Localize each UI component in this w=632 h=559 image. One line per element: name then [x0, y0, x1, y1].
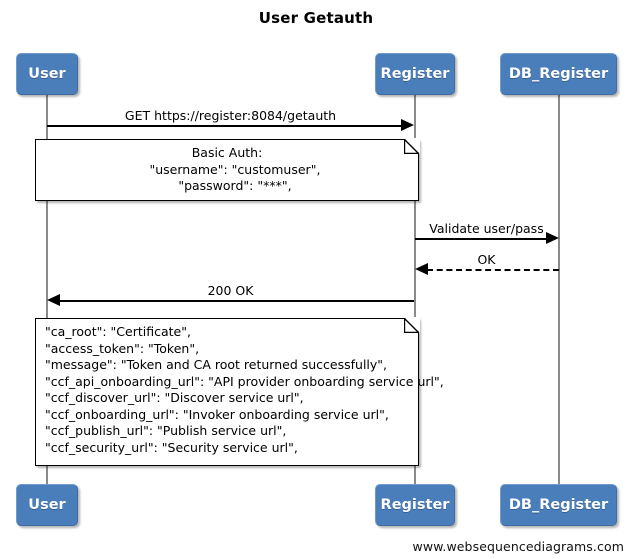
note-line: "username": "customuser", [133, 161, 321, 177]
message-label-validate-user-pass: Validate user/pass [429, 221, 544, 236]
arrow-head-ok [415, 263, 428, 275]
participant-user-bottom[interactable]: User [16, 484, 78, 526]
arrow-head-200-ok [47, 294, 60, 306]
participant-register-top[interactable]: Register [375, 53, 455, 95]
participant-register-bottom[interactable]: Register [375, 484, 455, 526]
footer-credit: www.websequencediagrams.com [412, 539, 624, 554]
message-label-200-ok: 200 OK [207, 283, 254, 298]
note-line: "message": "Token and CA root returned s… [45, 357, 388, 372]
note-line: "ccf_onboarding_url": "Invoker onboardin… [45, 406, 389, 422]
arrow-head-get-getauth [401, 119, 414, 131]
lifeline-user [46, 95, 48, 484]
note-text-block: Basic Auth: "username": "customuser", "p… [45, 145, 409, 195]
note-line: "access_token": "Token", [45, 340, 200, 356]
message-label-get-getauth: GET https://register:8084/getauth [124, 108, 337, 123]
participant-label: Register [380, 66, 450, 82]
note-response-json: "ca_root": "Certificate", "access_token"… [35, 317, 444, 466]
note-line: "ca_root": "Certificate", [45, 324, 191, 339]
note-line: "password": "***", [162, 178, 292, 193]
lifeline-register [414, 95, 416, 484]
message-line-200-ok [59, 300, 414, 302]
participant-label: DB_Register [508, 66, 609, 82]
participant-db-register-top[interactable]: DB_Register [500, 53, 617, 95]
note-basic-auth: Basic Auth: "username": "customuser", "p… [35, 138, 420, 201]
participant-user-top[interactable]: User [16, 53, 78, 95]
note-corner-fold-icon [404, 318, 419, 333]
participant-label: DB_Register [508, 497, 609, 513]
note-text-block: "ca_root": "Certificate", "access_token"… [45, 324, 444, 456]
participant-db-register-bottom[interactable]: DB_Register [500, 484, 617, 526]
message-line-validate-user-pass [415, 238, 547, 240]
message-line-get-getauth [47, 125, 402, 127]
note-line: "ccf_publish_url": "Publish service url"… [45, 423, 287, 438]
note-line: Basic Auth: [191, 145, 263, 160]
participant-label: User [28, 66, 66, 82]
note-line: "ccf_discover_url": "Discover service ur… [45, 390, 304, 405]
arrow-head-validate-user-pass [546, 232, 559, 244]
note-line: "ccf_security_url": "Security service ur… [45, 439, 298, 455]
page-title: User Getauth [258, 9, 374, 27]
note-corner-fold-icon [404, 139, 419, 154]
participant-label: Register [380, 497, 450, 513]
participant-label: User [28, 497, 66, 513]
message-line-ok [427, 269, 559, 271]
lifeline-db-register [558, 95, 560, 484]
message-label-ok: OK [477, 252, 496, 267]
note-line: "ccf_api_onboarding_url": "API provider … [45, 373, 444, 389]
